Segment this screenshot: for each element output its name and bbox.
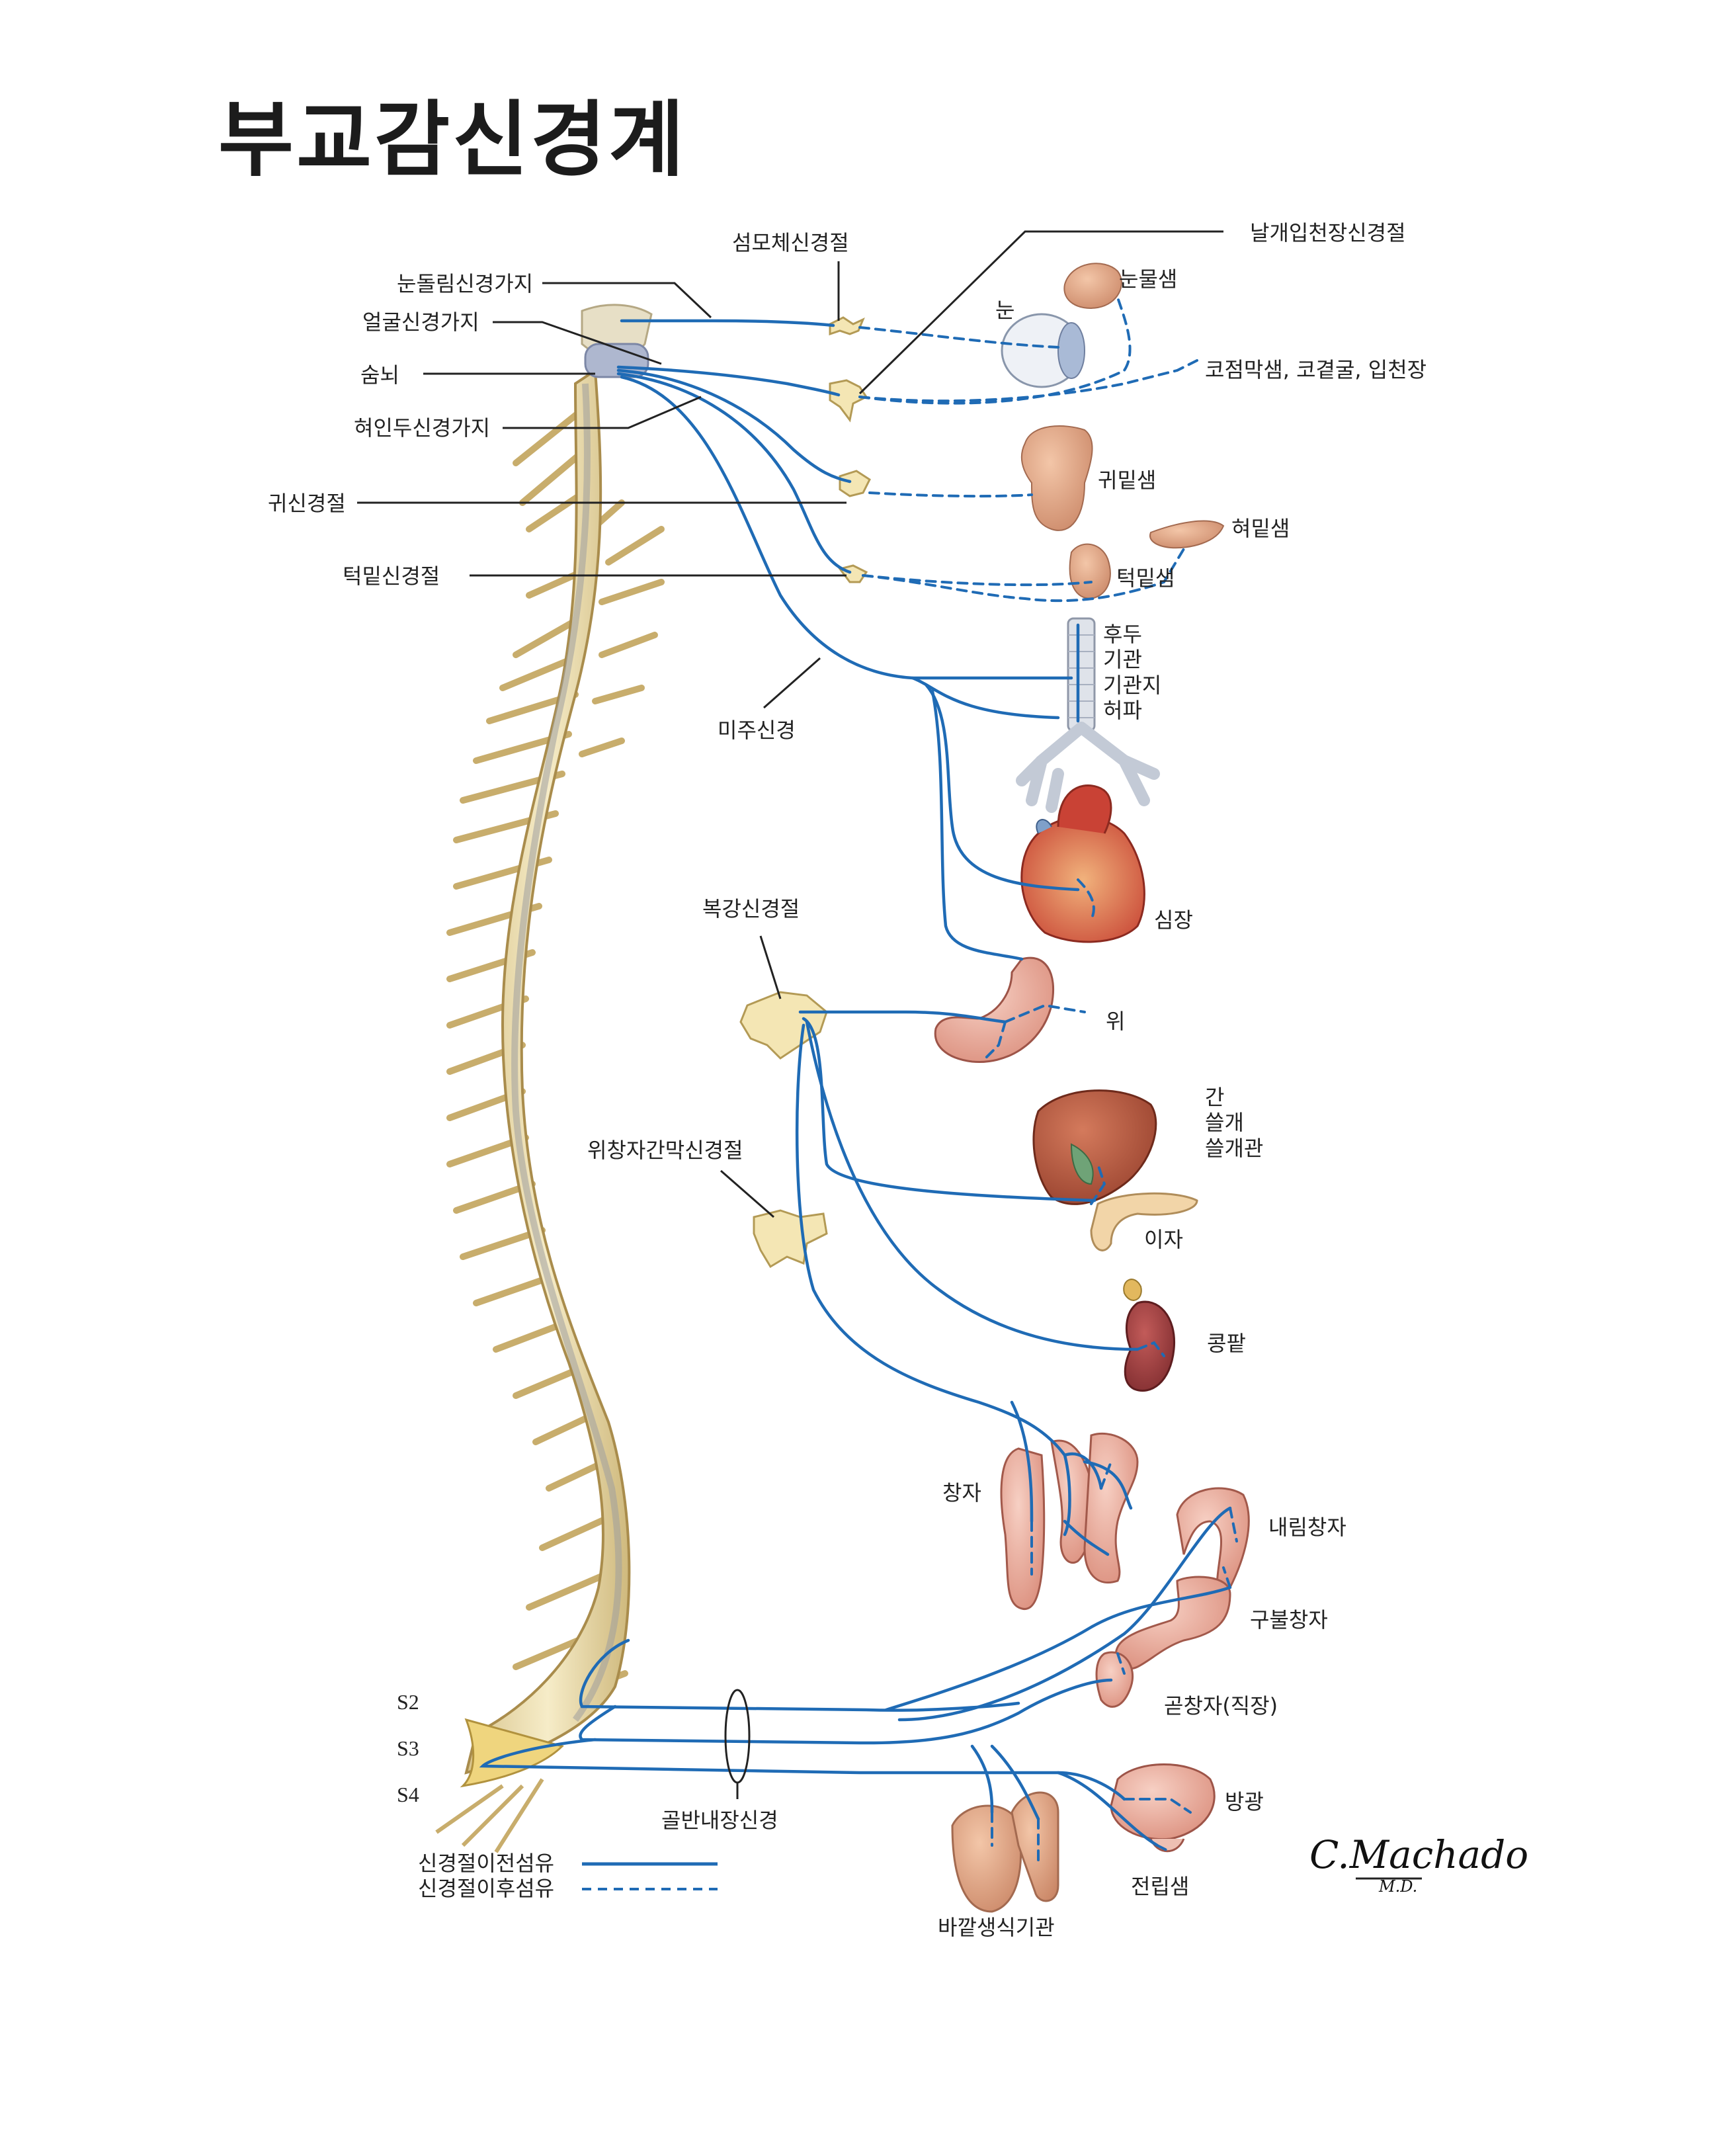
label-descending-colon: 내림창자 xyxy=(1268,1515,1346,1540)
leader-lines xyxy=(357,230,1422,1890)
label-submandibular-ganglion: 턱밑신경절 xyxy=(343,564,440,589)
label-lacrimal-gland: 눈물샘 xyxy=(1119,267,1178,292)
label-prostate: 전립샘 xyxy=(1131,1874,1190,1899)
page-title: 부교감신경계 xyxy=(218,93,687,188)
stomach-organ xyxy=(934,956,1055,1064)
label-oculomotor-branch: 눈돌림신경가지 xyxy=(397,271,534,296)
bladder-organ xyxy=(1110,1763,1216,1853)
label-medulla: 숨뇌 xyxy=(360,362,399,388)
sublingual-gland-organ xyxy=(1149,520,1225,549)
label-vagus: 미주신경 xyxy=(718,718,796,743)
external-genitalia-organ xyxy=(951,1791,1059,1913)
postganglionic-fibers xyxy=(858,296,1238,1867)
ganglia xyxy=(739,316,871,1269)
label-facial-branch: 얼굴신경가지 xyxy=(362,310,479,335)
label-stomach: 위 xyxy=(1106,1009,1126,1034)
label-parotid: 귀밑샘 xyxy=(1098,468,1157,493)
label-nasal: 코점막샘, 코곁굴, 입천장 xyxy=(1205,357,1427,382)
label-bile-duct: 쓸개관 xyxy=(1205,1135,1264,1161)
preganglionic-fibers xyxy=(479,319,1232,1847)
label-gallbladder: 쓸개 xyxy=(1205,1110,1244,1136)
pancreas-organ xyxy=(1090,1192,1198,1251)
artist-signature-suffix: M.D. xyxy=(1379,1877,1418,1896)
label-trachea: 기관 xyxy=(1103,647,1142,673)
descending-colon-organ xyxy=(1176,1487,1250,1589)
label-pancreas: 이자 xyxy=(1144,1227,1183,1252)
label-otic-ganglion: 귀신경절 xyxy=(268,491,346,516)
lacrimal-gland-organ xyxy=(1063,263,1122,309)
label-ciliary-ganglion: 섬모체신경절 xyxy=(732,230,849,255)
label-heart: 심장 xyxy=(1154,908,1193,933)
label-liver-stack: 간 쓸개 쓸개관 xyxy=(1205,1085,1263,1161)
label-airway-stack: 후두 기관 기관지 허파 xyxy=(1103,622,1161,724)
label-s3: S3 xyxy=(397,1736,419,1760)
label-pterygopalatine-ganglion: 날개입천장신경절 xyxy=(1250,220,1406,245)
label-lungs: 허파 xyxy=(1103,698,1142,724)
label-sublingual: 혀밑샘 xyxy=(1231,516,1290,541)
label-external-genitalia: 바깥생식기관 xyxy=(938,1915,1055,1940)
brainstem xyxy=(581,304,653,378)
label-submandibular: 턱밑샘 xyxy=(1116,566,1175,591)
eye-organ xyxy=(1001,313,1085,388)
legend-preganglionic-label: 신경절이전섬유 xyxy=(418,1851,555,1876)
label-sup-mesenteric-ganglion: 위창자간막신경절 xyxy=(587,1138,743,1163)
parotid-gland-organ xyxy=(1020,425,1093,531)
liver-organ xyxy=(1032,1089,1157,1205)
spinal-cord xyxy=(464,368,631,1775)
label-intestine: 창자 xyxy=(942,1480,981,1505)
label-larynx: 후두 xyxy=(1103,622,1142,647)
legend-postganglionic-label: 신경절이후섬유 xyxy=(418,1876,555,1901)
label-sigmoid-colon: 구불창자 xyxy=(1250,1607,1328,1632)
ciliary-ganglion xyxy=(829,316,865,336)
sup-mesenteric-ganglion xyxy=(753,1209,828,1269)
label-s2: S2 xyxy=(397,1690,419,1714)
label-s4: S4 xyxy=(397,1783,419,1806)
spinal-nerve-roots xyxy=(446,407,665,1723)
pelvic-bundle-ring xyxy=(724,1689,751,1784)
trachea-lungs-organ xyxy=(1016,617,1160,813)
label-bronchi: 기관지 xyxy=(1103,672,1162,698)
label-eye: 눈 xyxy=(995,298,1015,323)
pterygopalatine-ganglion xyxy=(829,379,868,423)
spinal-column xyxy=(435,368,665,1853)
label-liver: 간 xyxy=(1205,1085,1225,1110)
submandibular-ganglion xyxy=(838,564,868,583)
artist-signature: C.Machado xyxy=(1309,1832,1529,1877)
label-glossopharyngeal-branch: 혀인두신경가지 xyxy=(354,415,491,441)
heart-organ xyxy=(1020,784,1145,943)
submandibular-gland-organ xyxy=(1069,543,1111,600)
label-pelvic-splanchnic: 골반내장신경 xyxy=(661,1808,778,1833)
kidney-organ xyxy=(1123,1279,1176,1392)
intestine-organ xyxy=(1000,1432,1139,1610)
label-celiac-ganglion: 복강신경절 xyxy=(702,896,800,921)
label-bladder: 방광 xyxy=(1225,1789,1264,1814)
rectum-organ xyxy=(1095,1651,1134,1708)
sigmoid-colon-organ xyxy=(1114,1576,1231,1670)
label-kidney: 콩팥 xyxy=(1207,1331,1246,1356)
label-rectum: 곧창자(직장) xyxy=(1164,1693,1278,1718)
otic-ganglion xyxy=(839,470,871,497)
